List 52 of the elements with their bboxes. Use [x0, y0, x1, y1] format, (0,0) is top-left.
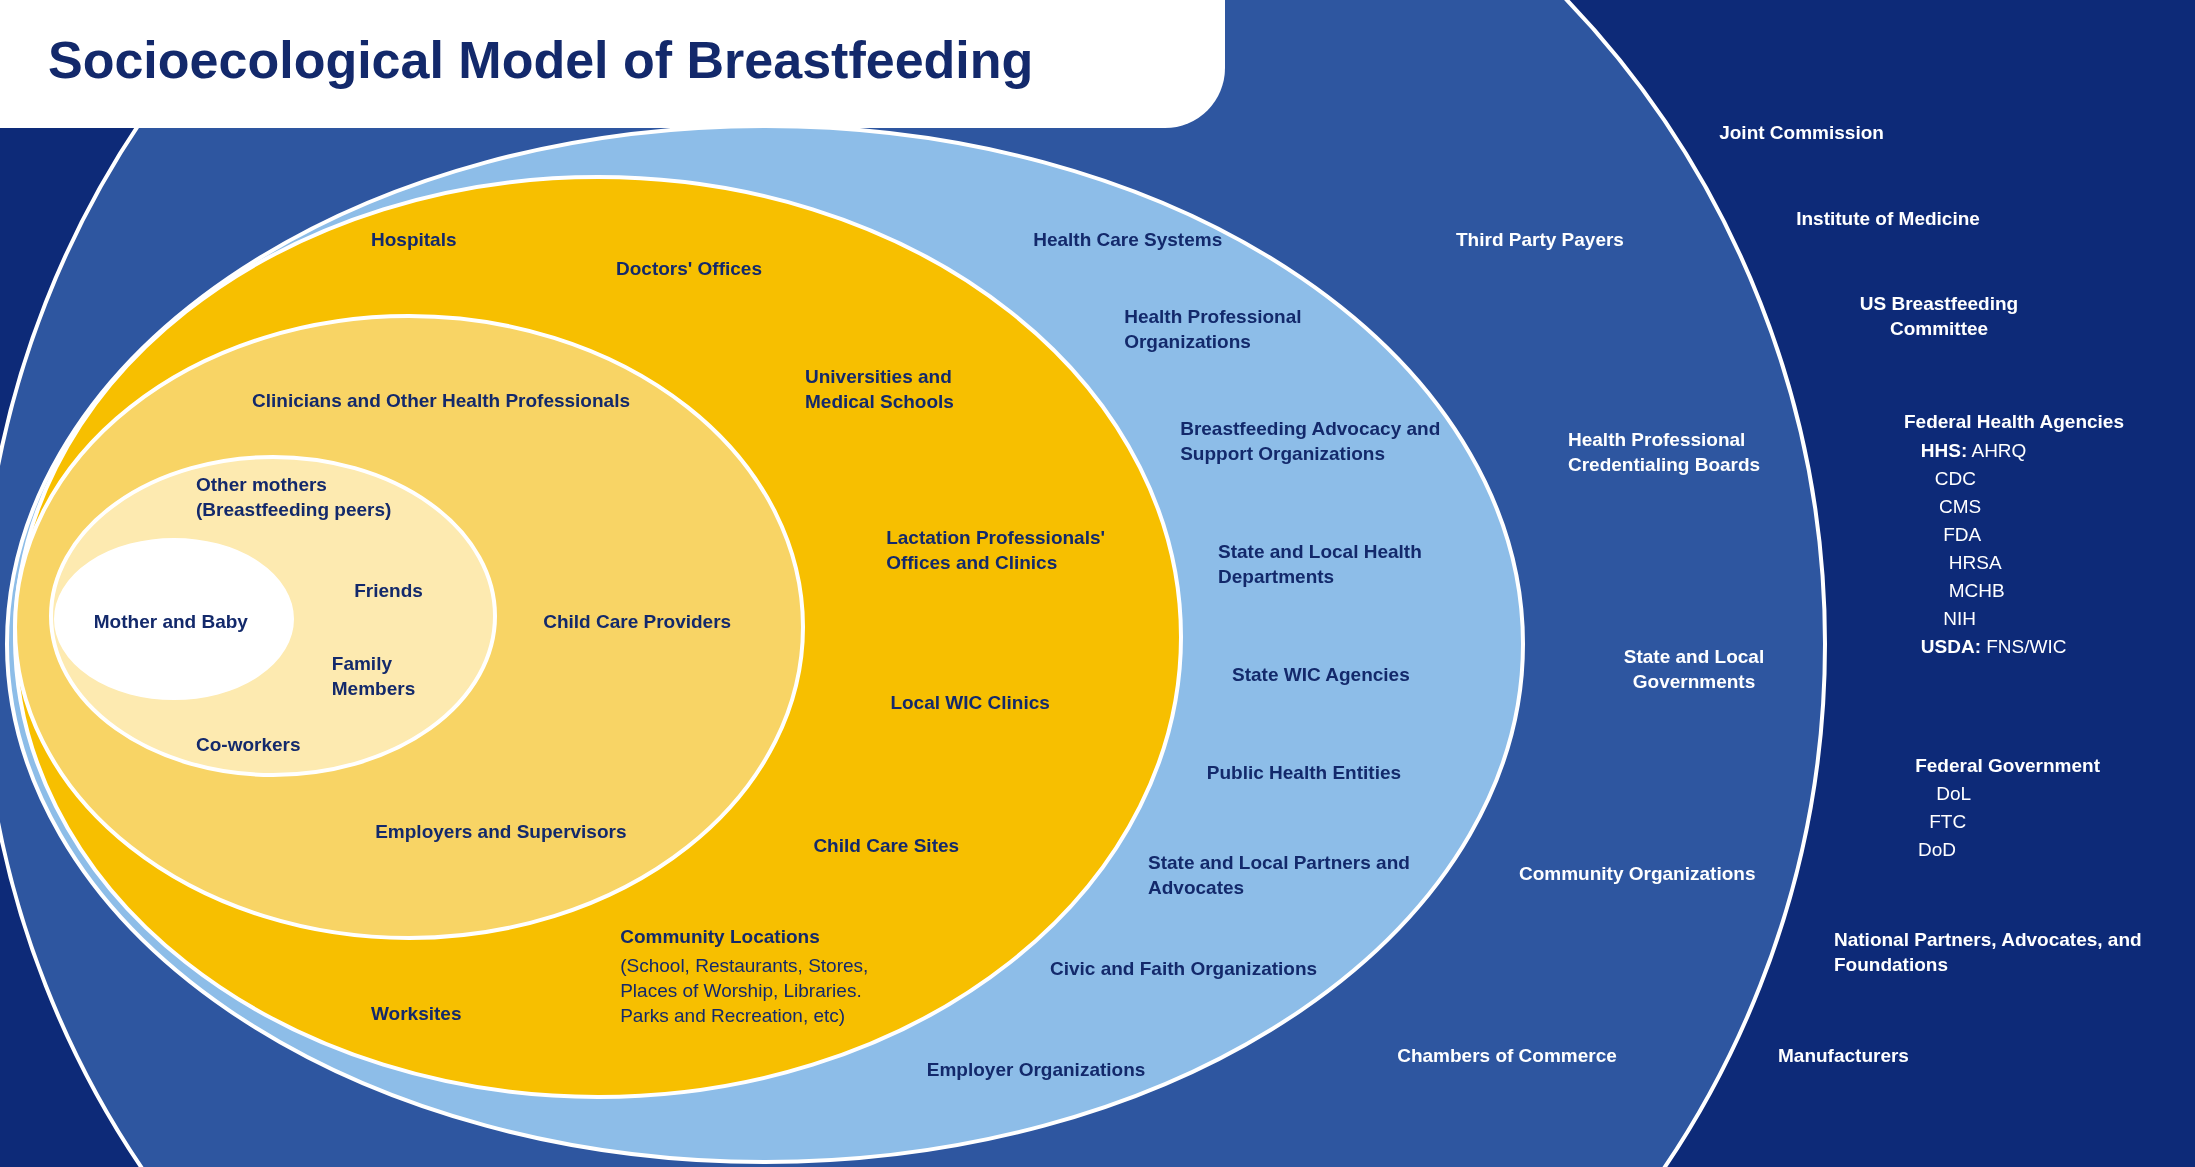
group-label: Mother and Baby: [93, 610, 248, 634]
title: Socioecological Model of Breastfeeding: [48, 30, 1034, 90]
agency-label: CDC: [1934, 467, 1976, 492]
group-label: Family Members: [331, 652, 417, 701]
group-label: Health Professional Credentialing Boards: [1568, 428, 1762, 477]
center-ellipse: [54, 538, 294, 700]
agency-label: Joint Commission: [1719, 121, 1884, 146]
group-label: Third Party Payers: [1456, 227, 1624, 252]
agency-label: FTC: [1929, 810, 1967, 835]
group-label: Worksites: [371, 1002, 462, 1026]
group-label: Community Locations: [620, 925, 820, 949]
agency-label: USDA: FNS/WIC: [1920, 635, 2067, 660]
group-label: Employers and Supervisors: [375, 820, 627, 844]
agency-label: National Partners, Advocates, and Foundations: [1834, 927, 2143, 977]
agency-label: FDA: [1943, 523, 1982, 548]
ring: [49, 455, 497, 777]
group-label: Hospitals: [371, 227, 457, 252]
group-label: Employer Organizations: [926, 1058, 1146, 1082]
group-label: Lactation Professionals' Offices and Clinics: [886, 526, 1107, 575]
group-label: Child Care Sites: [813, 834, 960, 858]
agency-label: DoD: [1918, 838, 1956, 863]
group-label: Co-workers: [196, 733, 301, 758]
group-label: Clinicians and Other Health Professionals: [252, 388, 630, 413]
group-label: Friends: [354, 579, 423, 604]
agency-label: Manufacturers: [1778, 1044, 1909, 1068]
agency-label: Institute of Medicine: [1796, 206, 1980, 231]
agency-label: NIH: [1943, 607, 1976, 632]
group-label: State and Local Health Departments: [1218, 540, 1423, 589]
group-label: (School, Restaurants, Stores, Places of Worship, Libraries. Parks and Recreation, etc): [620, 954, 870, 1029]
group-label: State and Local Governments: [1622, 645, 1766, 694]
group-label: Public Health Entities: [1206, 761, 1402, 786]
agency-label: MCHB: [1948, 579, 2005, 604]
group-label: Breastfeeding Advocacy and Support Organizations: [1180, 416, 1442, 466]
group-label: Universities and Medical Schools: [805, 365, 955, 414]
group-label: State WIC Agencies: [1232, 663, 1410, 688]
group-label: Chambers of Commerce: [1397, 1044, 1617, 1068]
group-label: Other mothers (Breastfeeding peers): [196, 472, 393, 522]
agency-label: CMS: [1939, 495, 1982, 520]
group-label: Local WIC Clinics: [890, 691, 1050, 716]
group-label: Health Care Systems: [1033, 227, 1223, 252]
group-label: Civic and Faith Organizations: [1050, 957, 1318, 982]
group-label: Doctors' Offices: [616, 257, 762, 282]
agency-label: HHS: AHRQ: [1920, 439, 2027, 464]
group-label: Child Care Providers: [543, 610, 732, 634]
agency-label: Federal Health Agencies: [1904, 409, 2124, 434]
group-label: Health Professional Organizations: [1124, 304, 1303, 354]
group-label: State and Local Partners and Advocates: [1148, 850, 1411, 900]
agency-label: DoL: [1936, 782, 1972, 807]
group-label: Community Organizations: [1519, 862, 1756, 886]
agency-label: HRSA: [1948, 551, 2002, 576]
agency-label: US Breastfeeding Committee: [1858, 292, 2020, 342]
agency-label: Federal Government: [1915, 754, 2100, 779]
